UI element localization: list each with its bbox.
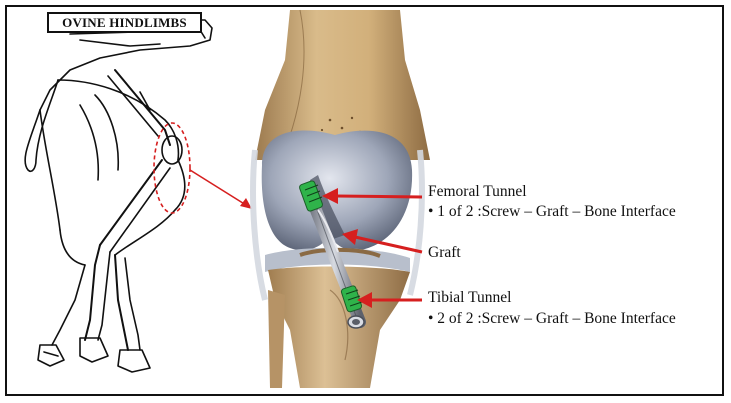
- femoral-tunnel-label: Femoral Tunnel: [428, 183, 527, 201]
- figure-title: OVINE HINDLIMBS: [47, 12, 202, 33]
- tibial-tunnel-detail: • 2 of 2 :Screw – Graft – Bone Interface: [428, 310, 676, 328]
- sheep-hindlimb-drawing: [25, 20, 212, 372]
- graft-label: Graft: [428, 244, 461, 262]
- zoom-connector-arrow: [190, 170, 252, 209]
- femoral-tunnel-detail: • 1 of 2 :Screw – Graft – Bone Interface: [428, 203, 676, 221]
- tibial-tunnel-label: Tibial Tunnel: [428, 289, 511, 307]
- knee-joint-drawing: [253, 10, 430, 388]
